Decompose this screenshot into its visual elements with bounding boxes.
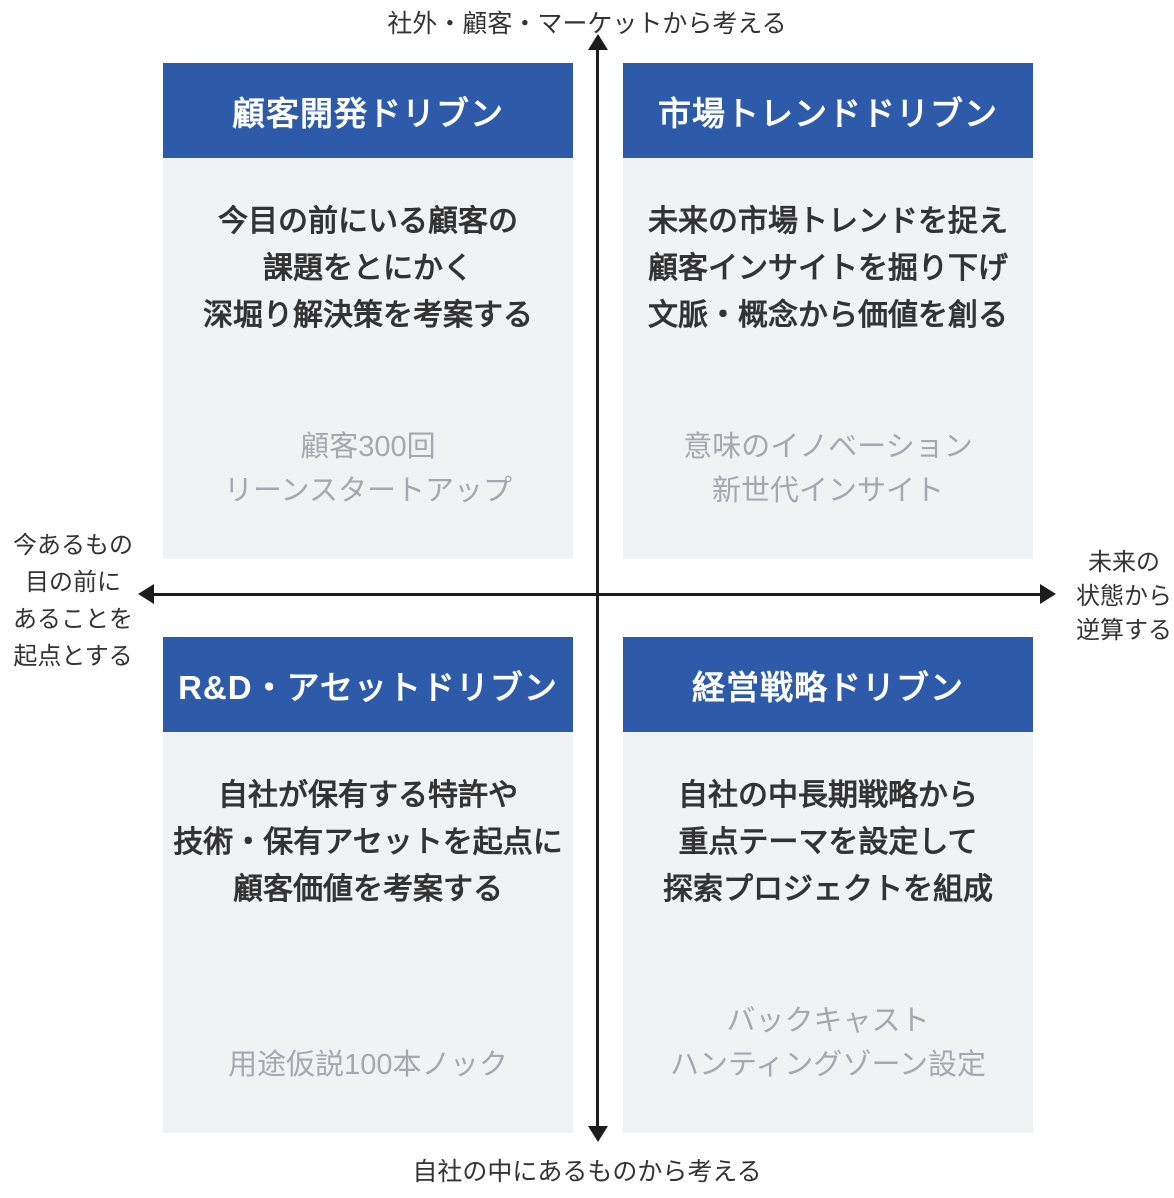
- description-line: 課題をとにかく: [263, 252, 473, 285]
- axis-label-right-line: 逆算する: [1076, 617, 1172, 644]
- quadrant-body: 自社が保有する特許や 技術・保有アセットを起点に 顧客価値を考案する 用途仮説1…: [163, 732, 573, 1133]
- method-line: 新世代インサイト: [711, 475, 944, 507]
- axis-label-left-line: 目の前に: [25, 569, 121, 596]
- description-line: 未来の市場トレンドを捉え: [648, 205, 1008, 238]
- method-line: 意味のイノベーション: [683, 431, 973, 463]
- quadrant-market-trend: 市場トレンドドリブン 未来の市場トレンドを捉え 顧客インサイトを掘り下げ 文脈・…: [623, 63, 1033, 559]
- description-line: 深堀り解決策を考案する: [203, 299, 533, 332]
- quadrant-description: 今目の前にいる顧客の 課題をとにかく 深堀り解決策を考案する: [203, 198, 533, 339]
- vertical-axis-line: [596, 44, 599, 1138]
- description-line: 探索プロジェクトを組成: [663, 873, 993, 906]
- quadrant-methods: 顧客300回 リーンスタートアップ: [224, 425, 512, 513]
- description-line: 技術・保有アセットを起点に: [173, 826, 563, 859]
- description-line: 今目の前にいる顧客の: [218, 205, 518, 238]
- quadrant-body: 自社の中長期戦略から 重点テーマを設定して 探索プロジェクトを組成 バックキャス…: [623, 732, 1033, 1133]
- axis-label-right-line: 未来の: [1088, 549, 1160, 576]
- quadrant-methods: バックキャスト ハンティングゾーン設定: [670, 999, 986, 1087]
- description-line: 文脈・概念から価値を創る: [648, 299, 1008, 332]
- quadrant-body: 未来の市場トレンドを捉え 顧客インサイトを掘り下げ 文脈・概念から価値を創る 意…: [623, 158, 1033, 559]
- axis-label-bottom: 自社の中にあるものから考える: [412, 1158, 762, 1186]
- quadrant-title: 経営戦略ドリブン: [623, 637, 1033, 732]
- arrow-right-icon: [1040, 584, 1056, 604]
- arrow-down-icon: [588, 1126, 608, 1142]
- quadrant-methods: 意味のイノベーション 新世代インサイト: [683, 425, 972, 513]
- quadrant-description: 自社が保有する特許や 技術・保有アセットを起点に 顧客価値を考案する: [173, 772, 562, 913]
- axis-label-top: 社外・顧客・マーケットから考える: [387, 10, 787, 38]
- quadrant-corporate-strategy: 経営戦略ドリブン 自社の中長期戦略から 重点テーマを設定して 探索プロジェクトを…: [623, 637, 1033, 1133]
- method-line: リーンスタートアップ: [224, 475, 512, 507]
- description-line: 顧客価値を考案する: [233, 873, 503, 906]
- quadrant-title: R&D・アセットドリブン: [163, 637, 573, 732]
- axis-label-right: 未来の 状態から 逆算する: [1074, 546, 1174, 648]
- axis-label-right-line: 状態から: [1076, 583, 1172, 610]
- description-line: 自社の中長期戦略から: [678, 779, 978, 812]
- quadrant-title: 市場トレンドドリブン: [623, 63, 1033, 158]
- quadrant-methods: 用途仮説100本ノック: [228, 1043, 508, 1087]
- arrow-left-icon: [138, 584, 154, 604]
- description-line: 顧客インサイトを掘り下げ: [648, 252, 1008, 285]
- quadrant-rd-asset: R&D・アセットドリブン 自社が保有する特許や 技術・保有アセットを起点に 顧客…: [163, 637, 573, 1133]
- horizontal-axis-line: [146, 593, 1052, 596]
- quadrant-title: 顧客開発ドリブン: [163, 63, 573, 158]
- axis-label-left-line: 起点とする: [13, 643, 133, 670]
- description-line: 重点テーマを設定して: [678, 826, 978, 859]
- axis-label-left: 今あるもの 目の前に あることを 起点とする: [0, 527, 146, 675]
- description-line: 自社が保有する特許や: [218, 779, 518, 812]
- method-line: バックキャスト: [726, 1005, 930, 1037]
- method-line: 顧客300回: [300, 431, 436, 463]
- quadrant-description: 未来の市場トレンドを捉え 顧客インサイトを掘り下げ 文脈・概念から価値を創る: [648, 198, 1008, 339]
- method-line: ハンティングゾーン設定: [669, 1049, 987, 1081]
- quadrant-body: 今目の前にいる顧客の 課題をとにかく 深堀り解決策を考案する 顧客300回 リー…: [163, 158, 573, 559]
- axis-label-left-line: あることを: [13, 606, 133, 633]
- arrow-up-icon: [588, 34, 608, 50]
- axis-label-left-line: 今あるもの: [13, 532, 133, 559]
- quadrant-customer-development: 顧客開発ドリブン 今目の前にいる顧客の 課題をとにかく 深堀り解決策を考案する …: [163, 63, 573, 559]
- method-line: 用途仮説100本ノック: [228, 1049, 508, 1081]
- quadrant-description: 自社の中長期戦略から 重点テーマを設定して 探索プロジェクトを組成: [663, 772, 993, 913]
